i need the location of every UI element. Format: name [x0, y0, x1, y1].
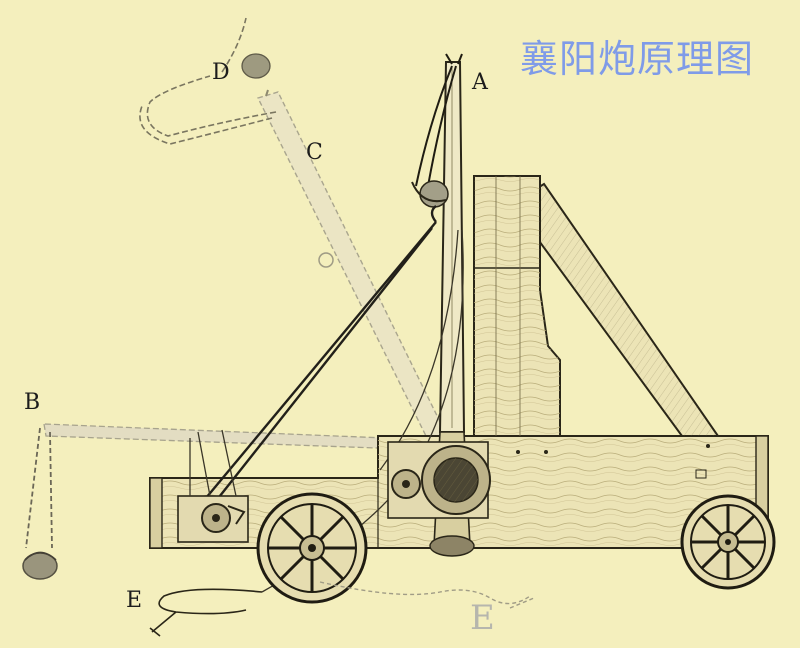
sling-rope-a: [415, 53, 463, 187]
label-c: C: [306, 140, 323, 165]
trailing-rope-e: [149, 588, 263, 637]
rear-wheel: [680, 494, 776, 590]
stone-projectile-d: [241, 53, 271, 79]
label-e-ghost: E: [470, 598, 495, 638]
gear-mechanism: [387, 441, 491, 519]
label-d: D: [212, 60, 230, 85]
upright-post: [473, 175, 561, 437]
ghost-sling-pouch: [22, 551, 58, 580]
label-a: A: [472, 70, 488, 95]
label-b: B: [24, 390, 41, 415]
winch-drum: [177, 429, 249, 543]
label-e: E: [126, 588, 143, 613]
ghost-trailing-rope: [319, 581, 535, 609]
diagram-title: 襄阳炮原理图: [520, 37, 755, 81]
pull-rope: [205, 205, 437, 507]
ghost-throwing-arm: [257, 89, 446, 441]
ghost-sling-rope: [139, 17, 277, 145]
sling-pouch-a: [411, 180, 449, 208]
front-wheel: [256, 492, 368, 604]
